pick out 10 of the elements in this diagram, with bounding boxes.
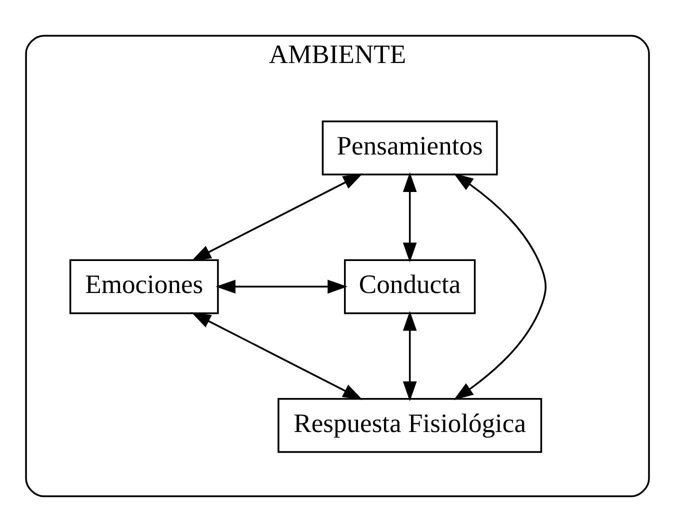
arrow <box>402 310 417 401</box>
arrow <box>402 172 417 262</box>
node-box: Emociones <box>69 258 219 314</box>
arrow <box>454 172 546 400</box>
node-box: Conducta <box>344 258 476 314</box>
arrow <box>191 312 363 400</box>
arrow <box>216 279 348 294</box>
arrow <box>191 172 363 261</box>
node-box: Pensamientos <box>322 120 498 175</box>
node-box: Respuesta Fisiológica <box>278 397 542 452</box>
